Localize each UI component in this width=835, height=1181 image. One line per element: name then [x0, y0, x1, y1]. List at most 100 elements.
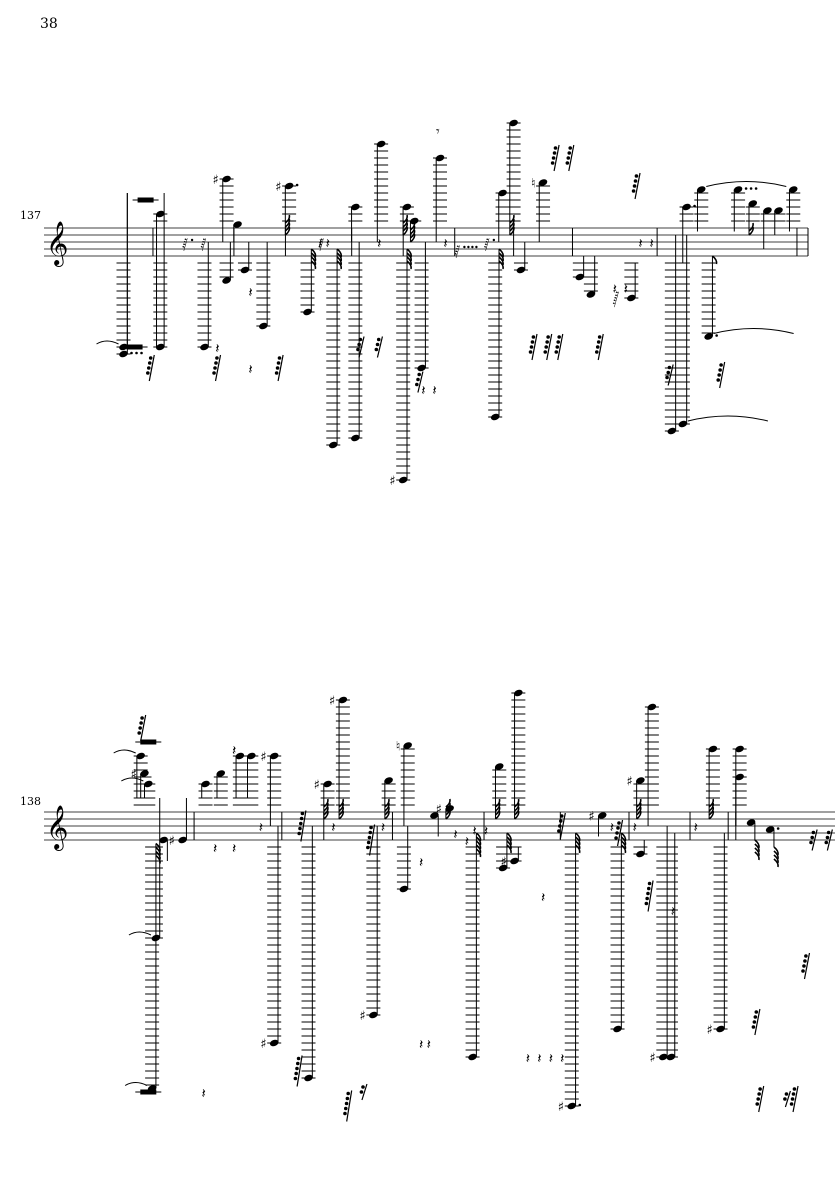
rest-flag-dot — [346, 1091, 350, 1096]
measure-number-system-1: 137 — [20, 209, 41, 222]
note-flag — [384, 810, 390, 820]
note-flag — [336, 260, 343, 270]
sharp-icon: ♯ — [436, 803, 442, 818]
rest-flag-dot — [718, 368, 722, 372]
notehead — [575, 273, 585, 281]
rest-flag-dot — [825, 835, 830, 840]
notehead — [216, 770, 226, 777]
notehead — [678, 420, 688, 428]
sharp-icon: ♯ — [558, 1100, 564, 1115]
note-flag — [711, 255, 718, 265]
rest-flag-dot — [546, 335, 550, 339]
note-flag — [402, 214, 409, 224]
rest-flag-dot — [343, 1111, 347, 1116]
rest-stem — [376, 336, 384, 358]
rest-flag-dot — [789, 1102, 794, 1106]
note-flag — [575, 836, 581, 846]
note-flag — [754, 851, 760, 861]
rest-quarter-icon: 𝄽 — [638, 236, 642, 252]
note-flag — [475, 840, 482, 850]
rest-flag-dot — [296, 1056, 301, 1061]
rest-quarter-icon: 𝄽 — [549, 1051, 553, 1067]
rest-flag-dot — [343, 1106, 348, 1111]
rest-quarter-icon: 𝄽 — [472, 824, 476, 840]
notehead — [789, 186, 798, 193]
rest-flag-dot — [297, 831, 301, 836]
note-flag — [445, 802, 451, 812]
sharp-icon: ♯ — [130, 768, 136, 783]
rest-flag-dot — [140, 716, 144, 720]
notehead — [351, 434, 360, 442]
rest-64th-icon: 𝅁 — [200, 236, 206, 252]
note-flag — [506, 836, 512, 846]
sharp-icon: ♯ — [359, 1009, 365, 1024]
note-flag — [636, 798, 642, 808]
rest-flag-dot — [646, 891, 650, 896]
note-flag — [310, 260, 317, 270]
rest-flag-dot — [376, 337, 381, 342]
rest-flag-dot — [810, 835, 815, 840]
note-flag — [494, 798, 501, 808]
rest-flag-dot — [634, 174, 639, 178]
note-flag — [406, 260, 412, 270]
tie — [128, 931, 152, 936]
note-flag — [773, 850, 779, 860]
notehead — [647, 703, 657, 711]
sharp-icon: ♯ — [169, 834, 175, 849]
rest-stem — [597, 333, 604, 361]
note-flag — [514, 810, 520, 820]
rest-quarter-icon: 𝄽 — [484, 824, 488, 840]
rest-flag-dot — [550, 161, 555, 165]
note-flag — [336, 252, 343, 262]
note-flag — [338, 802, 345, 812]
rest-flag-dot — [531, 335, 536, 339]
rest-stem — [557, 333, 564, 361]
notehead — [403, 742, 412, 749]
rest-flag-dot — [366, 845, 370, 850]
note-flag — [575, 840, 581, 850]
sharp-icon: ♯ — [588, 810, 594, 825]
note-flag — [406, 252, 412, 262]
notehead — [222, 175, 231, 183]
note-flag — [708, 802, 715, 812]
note-flag — [284, 218, 291, 228]
rest-quarter-icon: 𝄽 — [215, 341, 219, 357]
rest-quarter-icon: 𝄽 — [624, 282, 628, 298]
notehead — [284, 182, 294, 190]
rest-flag-dot — [530, 340, 535, 344]
note-flag — [494, 806, 501, 816]
note-flag — [636, 806, 642, 816]
rest-flag-dot — [801, 969, 805, 973]
rest-flag-dot — [665, 375, 669, 380]
notehead — [338, 696, 348, 704]
note-flag — [155, 842, 161, 852]
treble-clef-icon: 𝄞 — [46, 805, 68, 851]
note-flag — [506, 844, 512, 854]
note-flag — [509, 222, 515, 232]
rest-flag-dot — [804, 954, 808, 958]
notehead — [222, 277, 231, 284]
note-flag — [384, 806, 390, 816]
rest-flag-dot — [784, 1092, 789, 1096]
rest-flag-dot — [756, 1097, 760, 1101]
note-flag — [754, 843, 760, 853]
rest-quarter-icon: 𝄽 — [560, 1051, 564, 1067]
note-flag — [338, 810, 345, 820]
rest-flag-dot — [594, 350, 599, 354]
rest-stem — [758, 1085, 765, 1113]
augmentation-dot — [463, 245, 466, 249]
rest-stem — [140, 714, 147, 742]
notehead — [323, 780, 332, 788]
note-flag — [748, 226, 754, 236]
rest-flag-dot — [614, 836, 618, 840]
note-flag — [384, 798, 390, 808]
note-flag — [336, 256, 343, 266]
note-flag — [620, 844, 627, 854]
rest-stem — [811, 829, 818, 851]
rest-stem — [667, 364, 674, 386]
rest-quarter-icon: 𝄽 — [419, 855, 423, 871]
note-flag — [323, 806, 329, 816]
rest-stem — [300, 810, 307, 842]
augmentation-dot — [471, 245, 474, 249]
